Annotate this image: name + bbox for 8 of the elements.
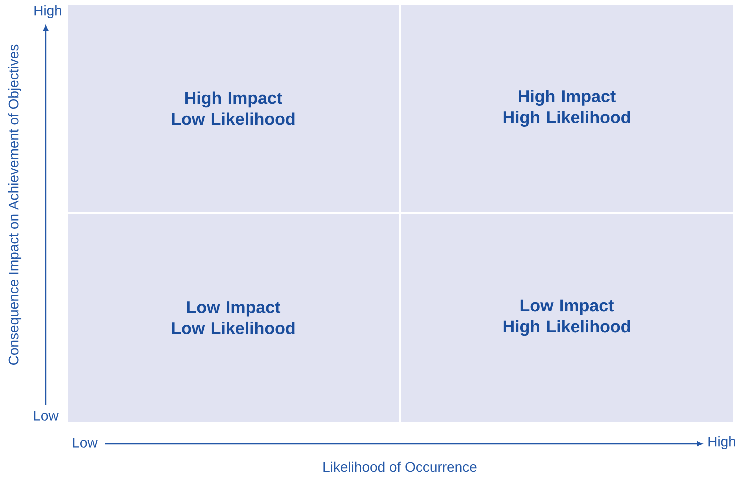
quadrant-box: Low Impact Low Likelihood [68,214,399,422]
axis-end-label: High [708,436,736,450]
axis-title: Likelihood of Occurrence [324,462,477,472]
quadrant-box: High Impact High Likelihood [401,5,733,212]
axis-title: Consequence Impact on Achievement of Objectives [8,44,22,365]
quadrant-box: Low Impact High Likelihood [401,214,733,422]
axis-end-label: Low [73,438,98,448]
quadrant-box: High Impact Low Likelihood [68,5,399,212]
